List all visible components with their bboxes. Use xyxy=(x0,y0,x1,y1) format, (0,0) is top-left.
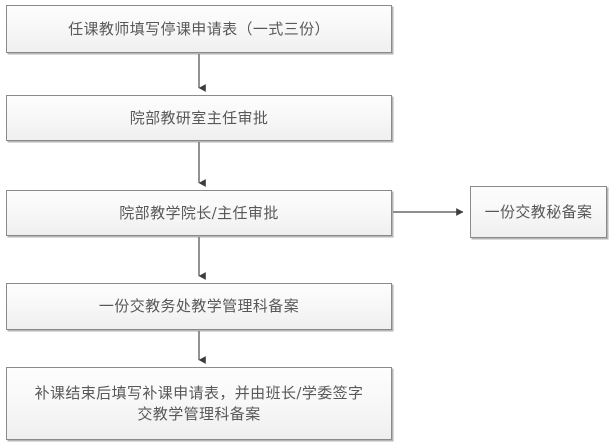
process-box-label: 补课结束后填写补课申请表，并由班长/学委签字 交教学管理科备案 xyxy=(34,383,364,423)
process-box-academic-affairs-filing[interactable]: 一份交教务处教学管理科备案 xyxy=(6,283,392,330)
process-box-label: 一份交教务处教学管理科备案 xyxy=(98,297,300,315)
process-box-secretary-filing[interactable]: 一份交教秘备案 xyxy=(470,186,607,238)
process-box-label: 院部教研室主任审批 xyxy=(129,108,269,127)
process-box-label: 任课教师填写停课申请表（一式三份） xyxy=(68,19,330,38)
process-box-teacher-application[interactable]: 任课教师填写停课申请表（一式三份） xyxy=(6,5,392,53)
process-box-department-office-approval[interactable]: 院部教研室主任审批 xyxy=(6,95,392,141)
process-box-dean-approval[interactable]: 院部教学院长/主任审批 xyxy=(6,190,392,236)
process-box-label: 一份交教秘备案 xyxy=(484,202,593,221)
process-box-label: 院部教学院长/主任审批 xyxy=(119,203,279,222)
process-box-makeup-class-filing[interactable]: 补课结束后填写补课申请表，并由班长/学委签字 交教学管理科备案 xyxy=(6,367,392,440)
